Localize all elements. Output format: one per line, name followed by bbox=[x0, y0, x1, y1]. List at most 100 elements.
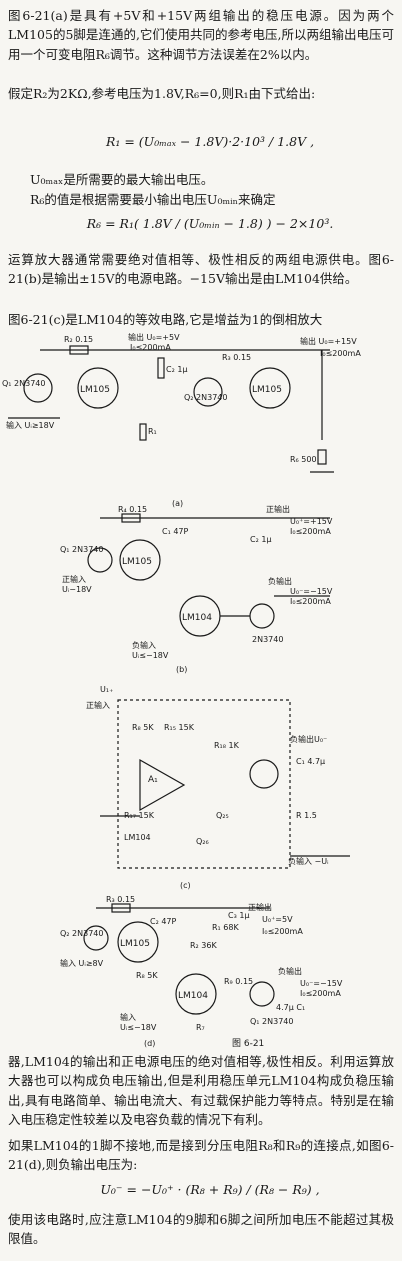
label-d-r3: R₃ 0.15 bbox=[106, 895, 135, 904]
transistor-q2-a bbox=[193, 377, 223, 407]
label-d-neg-in: 输入 bbox=[120, 1012, 136, 1022]
label-b-ic2: LM104 bbox=[182, 613, 212, 623]
label-c-r18: R₁₈ 1K bbox=[214, 741, 240, 750]
label-d-io: I₀≤200mA bbox=[262, 927, 303, 936]
label-c-r: R 1.5 bbox=[296, 811, 317, 820]
paragraph-caution: 使用该电路时,应注意LM104的9脚和6脚之间所加电压不能超过其极限值。 bbox=[8, 1212, 394, 1247]
figure-6-21: R₂ 0.15 输出 U₀=+5V I₀≤200mA Q₁ 2N3740 LM1… bbox=[0, 330, 402, 1050]
label-a-io: I₀≤200mA bbox=[130, 343, 171, 352]
paragraph-equivalent-circuit: 图6-21(c)是LM104的等效电路,它是增益为1的倒相放大 bbox=[8, 312, 323, 327]
transistor-q2-d bbox=[83, 925, 109, 951]
ic-lm104-d bbox=[175, 973, 217, 1015]
paragraph-pin1: 如果LM104的1脚不接地,而是接到分压电阻R₈和R₉的连接点,如图6-21(d… bbox=[8, 1138, 394, 1173]
schematic-drawing: R₂ 0.15 输出 U₀=+5V I₀≤200mA Q₁ 2N3740 LM1… bbox=[2, 332, 361, 1049]
label-a-note: 输出 U₀=+5V bbox=[128, 332, 180, 342]
label-b-q1: Q₁ 2N3740 bbox=[60, 545, 103, 554]
label-c-c1: C₁ 4.7μ bbox=[296, 757, 325, 766]
formula-r1: R₁ = (U₀ₘₐₓ − 1.8V)·2·10³ / 1.8V , bbox=[105, 134, 315, 149]
label-a-q1: Q₁ 2N3740 bbox=[2, 379, 45, 388]
transistor-q2-b bbox=[249, 603, 275, 629]
subcaption-b: (b) bbox=[176, 665, 187, 674]
label-d-in: 输入 Uᵢ≥8V bbox=[60, 958, 104, 968]
label-d-r2: R₂ 36K bbox=[190, 941, 217, 950]
label-d-q2: Q₂ 2N3740 bbox=[60, 929, 103, 938]
transistor-q1-d bbox=[249, 981, 275, 1007]
label-d-c2: C₂ 47P bbox=[150, 917, 177, 926]
label-a-out: 输出 U₀=+15V bbox=[300, 336, 357, 346]
label-a-ic2: LM105 bbox=[252, 385, 282, 395]
ic-lm105-a-left bbox=[77, 367, 119, 409]
subcaption-c: (c) bbox=[180, 881, 191, 890]
label-b-neg-out: 负输出 bbox=[268, 576, 292, 586]
label-c-pos-in: 正输入 bbox=[86, 700, 110, 710]
label-c-q25: Q₂₅ bbox=[216, 811, 229, 820]
subcaption-a: (a) bbox=[172, 499, 183, 508]
label-d-u-neg: U₀⁻=−15V bbox=[300, 979, 343, 988]
label-b-io: I₀≤200mA bbox=[290, 527, 331, 536]
label-b-r4: R₄ 0.15 bbox=[118, 505, 147, 514]
schematic-d: R₃ 0.15 C₂ 47P Q₂ 2N3740 LM105 输入 Uᵢ≥8V … bbox=[60, 895, 343, 1049]
label-d-io2: I₀≤200mA bbox=[300, 989, 341, 998]
label-d-r7: R₇ bbox=[196, 1023, 205, 1032]
label-b-u-pos: U₀⁺=+15V bbox=[290, 517, 333, 526]
subcaption-d: (d) bbox=[144, 1039, 155, 1048]
label-a-c2: C₂ 1μ bbox=[166, 365, 188, 374]
label-b-pos-in: 正输入 bbox=[62, 574, 86, 584]
label-b-neg-in: 负输入 bbox=[132, 640, 156, 650]
ic-lm105-d bbox=[117, 921, 159, 963]
schematic-b: R₄ 0.15 C₁ 47P Q₁ 2N3740 LM105 正输入 Uᵢ−18… bbox=[60, 504, 333, 674]
label-b-q2: 2N3740 bbox=[252, 635, 283, 644]
label-b-ui: Uᵢ−18V bbox=[62, 585, 92, 594]
label-d-r9: R₉ 0.15 bbox=[224, 977, 253, 986]
ic-lm105-b bbox=[119, 539, 161, 581]
label-d-c1: 4.7μ C₁ bbox=[276, 1003, 305, 1012]
formula-uo-neg: U₀⁻ = −U₀⁺ · (R₈ + R₉) / (R₈ − R₉) , bbox=[100, 1182, 320, 1197]
label-b-pos-out: 正输出 bbox=[266, 504, 290, 514]
label-a-q2: Q₂ 2N3740 bbox=[184, 393, 227, 402]
label-a-ic: LM105 bbox=[80, 385, 110, 395]
label-a-r3: R₃ 0.15 bbox=[222, 353, 251, 362]
paragraph-r6: R₆的值是根据需要最小输出电压U₀ₘᵢₙ来确定 bbox=[30, 192, 276, 207]
label-d-ui2: Uᵢ≤−18V bbox=[120, 1023, 157, 1032]
label-c-a1: A₁ bbox=[148, 775, 158, 785]
label-d-q1: Q₁ 2N3740 bbox=[250, 1017, 293, 1026]
figure-caption: 图 6-21 bbox=[232, 1038, 264, 1049]
schematic-a: R₂ 0.15 输出 U₀=+5V I₀≤200mA Q₁ 2N3740 LM1… bbox=[2, 332, 361, 508]
label-c-ic: LM104 bbox=[124, 833, 151, 842]
label-b-u-neg: U₀⁻=−15V bbox=[290, 587, 333, 596]
ic-lm105-a-right bbox=[249, 367, 291, 409]
label-a-r1: R₁ bbox=[148, 427, 157, 436]
label-c-r8: R₈ 5K bbox=[132, 723, 154, 732]
label-c-q26: Q₂₆ bbox=[196, 837, 209, 846]
label-d-r8: R₈ 5K bbox=[136, 971, 158, 980]
paragraph-uomax: U₀ₘₐₓ是所需要的最大输出电压。 bbox=[30, 172, 214, 187]
label-d-u-pos: U₀⁺=5V bbox=[262, 915, 293, 924]
label-c-neg-in: 负输入 −Uᵢ bbox=[288, 856, 329, 866]
formula-r6: R₆ = R₁( 1.8V / (U₀ₘᵢₙ − 1.8) ) − 2×10³. bbox=[86, 216, 334, 231]
label-d-r1: R₁ 68K bbox=[212, 923, 239, 932]
label-c-u-plus: U₁₊ bbox=[100, 685, 113, 694]
label-d-c3: C₃ 1μ bbox=[228, 911, 250, 920]
transistor-q1-b bbox=[87, 547, 113, 573]
label-a-r-top: R₂ 0.15 bbox=[64, 335, 93, 344]
label-d-neg-out: 负输出 bbox=[278, 966, 302, 976]
label-a-r6: R₆ 500 bbox=[290, 455, 317, 464]
paragraph-dual-supply: 运算放大器通常需要绝对值相等、极性相反的两组电源供电。图6-21(b)是输出±1… bbox=[8, 252, 394, 287]
label-b-c2: C₂ 1μ bbox=[250, 535, 272, 544]
schematic-c: U₁₊ 正输入 R₈ 5K R₁₅ 15K R₁₈ 1K A₁ R₁₇ 15K … bbox=[86, 685, 350, 890]
label-d-ic1: LM105 bbox=[120, 939, 150, 949]
label-b-io2: I₀≤200mA bbox=[290, 597, 331, 606]
paragraph-lm104-features: 器,LM104的输出和正电源电压的绝对值相等,极性相反。利用运算放大器也可以构成… bbox=[8, 1054, 394, 1128]
paragraph-intro: 图6-21(a)是具有+5V和+15V两组输出的稳压电源。因为两个LM105的5… bbox=[8, 8, 394, 62]
opamp-a1 bbox=[139, 758, 186, 812]
label-b-ui2: Uᵢ≤−18V bbox=[132, 651, 169, 660]
transistor-q1-a bbox=[23, 373, 53, 403]
label-d-pos-out: 正输出 bbox=[248, 902, 272, 912]
label-d-ic2: LM104 bbox=[178, 991, 208, 1001]
label-a-io2: I₀≤200mA bbox=[320, 349, 361, 358]
label-b-c1: C₁ 47P bbox=[162, 527, 189, 536]
paragraph-r1-assumption: 假定R₂为2KΩ,参考电压为1.8V,R₆=0,则R₁由下式给出: bbox=[8, 86, 316, 101]
label-c-neg-out: 负输出U₀⁻ bbox=[290, 734, 327, 744]
label-b-ic1: LM105 bbox=[122, 557, 152, 567]
